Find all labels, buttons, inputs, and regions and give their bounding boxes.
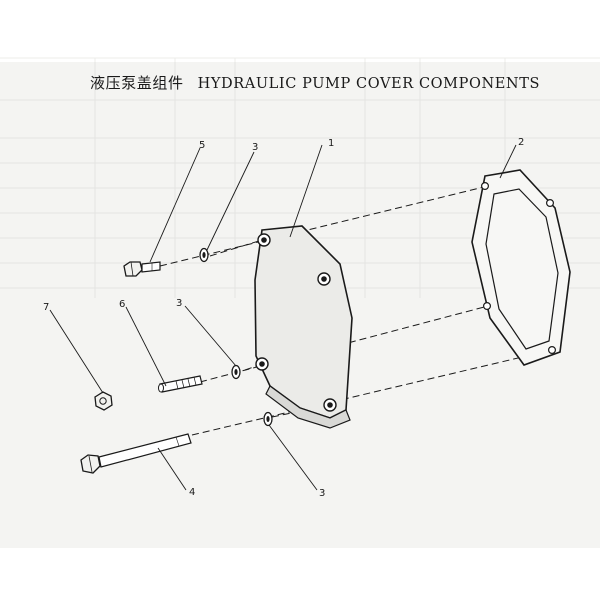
hex-nut <box>94 391 113 411</box>
title-chinese: 液压泵盖组件 <box>90 74 184 92</box>
stud <box>158 375 203 393</box>
callout-3-top: 3 <box>252 142 258 153</box>
long-hex-bolt <box>80 433 192 474</box>
gasket <box>471 169 571 366</box>
callout-4: 4 <box>189 487 195 498</box>
pump-cover <box>254 225 353 429</box>
spring-washer <box>263 411 273 427</box>
callout-7: 7 <box>43 302 49 313</box>
leader-lines <box>49 144 517 491</box>
callout-5: 5 <box>199 140 205 151</box>
callout-2: 2 <box>518 137 524 148</box>
callout-6: 6 <box>119 299 125 310</box>
callout-3-middle: 3 <box>176 298 182 309</box>
spring-washer <box>231 364 241 380</box>
title-english: HYDRAULIC PUMP COVER COMPONENTS <box>197 76 541 92</box>
spring-washer <box>199 247 209 263</box>
diagram-title: 液压泵盖组件 HYDRAULIC PUMP COVER COMPONENTS <box>90 72 550 96</box>
callout-3-bottom: 3 <box>319 488 325 499</box>
callout-1: 1 <box>328 138 334 149</box>
hex-bolt <box>123 261 161 277</box>
